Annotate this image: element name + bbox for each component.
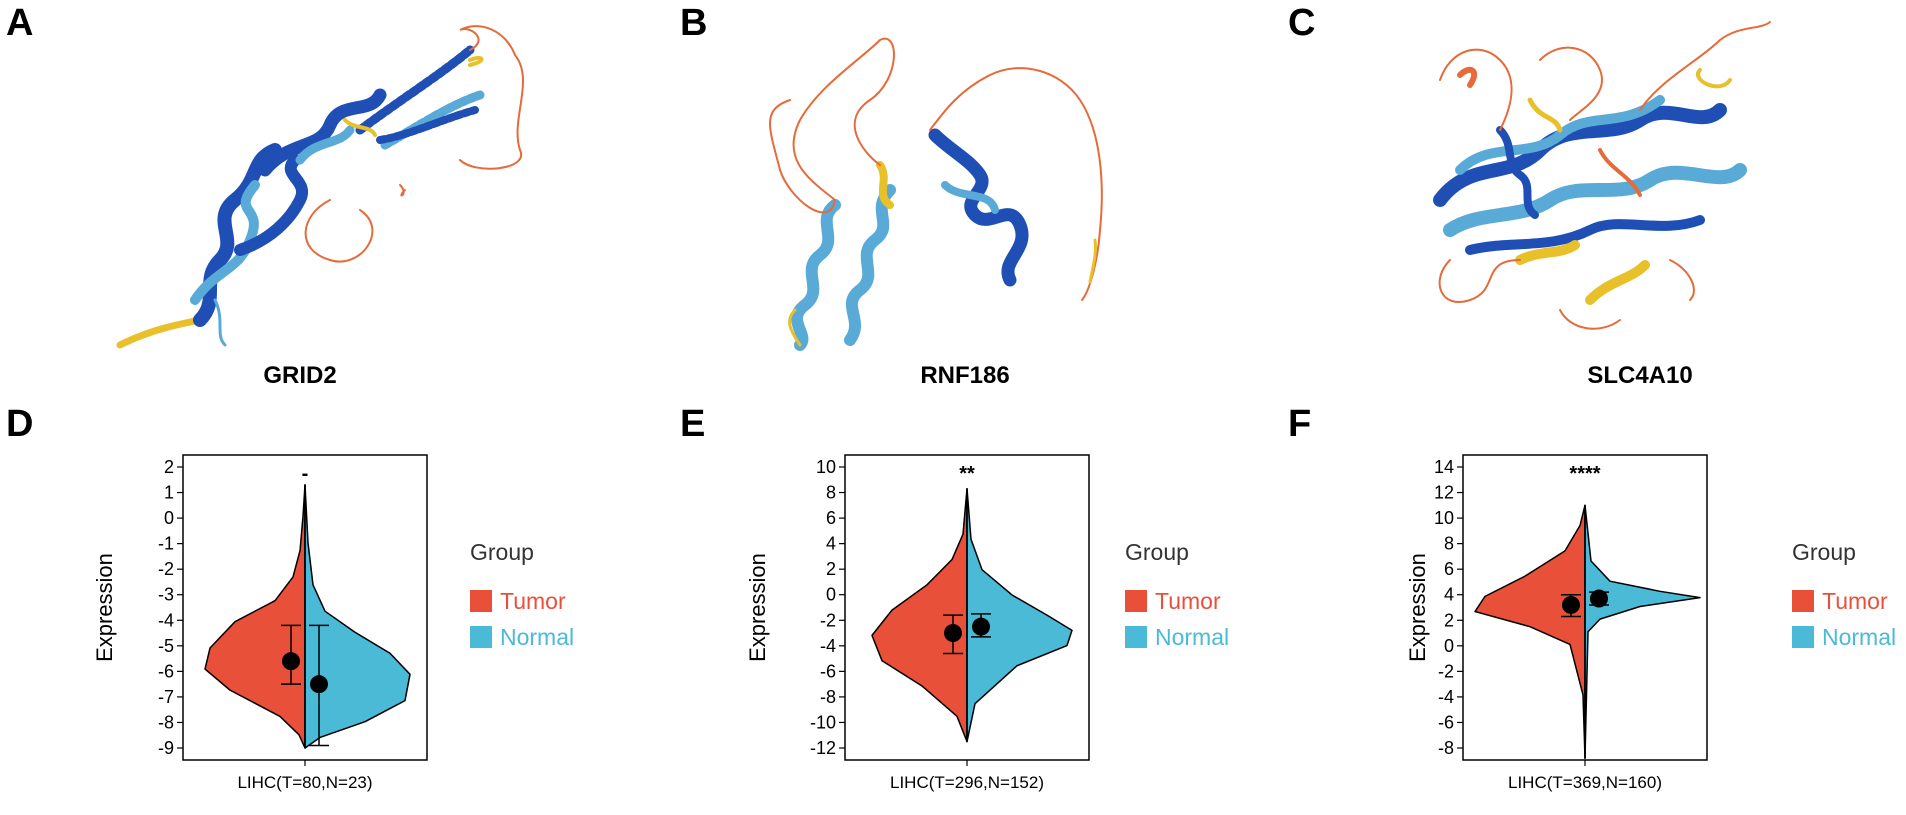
legend-swatch-normal <box>1792 626 1814 648</box>
y-axis-title: Expression <box>745 553 770 662</box>
chart-e: 10 8 6 4 2 0 -2 -4 -6 -8 -10 -12 ExpressionLIHC(T=29… <box>745 454 1229 792</box>
legend-swatch-normal <box>470 626 492 648</box>
y-tick-label: -8 <box>820 687 836 707</box>
mean-point-normal <box>1590 589 1608 608</box>
mean-point-normal <box>972 617 990 636</box>
y-tick-label: 4 <box>1444 585 1454 605</box>
legend-title: Group <box>1792 539 1856 565</box>
panel-letter-a: A <box>6 2 34 44</box>
protein-structure-rnf186 <box>769 37 1103 351</box>
y-tick-label: 0 <box>826 585 836 605</box>
legend-swatch-tumor <box>1792 590 1814 612</box>
mean-point-tumor <box>282 652 300 671</box>
gene-label-rnf186: RNF186 <box>920 362 1010 389</box>
legend-label-tumor: Tumor <box>1155 588 1221 614</box>
y-tick-label: -7 <box>158 687 174 707</box>
y-tick-label: -5 <box>158 636 174 656</box>
y-tick-label: 2 <box>164 457 174 477</box>
legend-label-normal: Normal <box>1155 624 1229 650</box>
legend-swatch-normal <box>1125 626 1147 648</box>
y-tick-label: -8 <box>1438 738 1454 758</box>
y-tick-label: 1 <box>164 483 174 503</box>
legend-label-tumor: Tumor <box>500 588 566 614</box>
significance-label: - <box>302 463 309 485</box>
legend-label-normal: Normal <box>500 624 574 650</box>
y-tick-label: -4 <box>1438 687 1454 707</box>
violin-normal <box>966 487 1073 743</box>
mean-point-tumor <box>944 624 962 643</box>
legend-swatch-tumor <box>1125 590 1147 612</box>
chart-d: 2 1 0 -1 -2 -3 -4 -5 -6 -7 -8 -9 ExpressionLIHC(T=80… <box>92 454 574 792</box>
y-tick-label: 2 <box>1444 610 1454 630</box>
y-tick-label: -10 <box>810 712 836 732</box>
y-tick-label: 4 <box>826 534 836 554</box>
mean-point-tumor <box>1562 595 1580 614</box>
y-tick-label: -6 <box>158 661 174 681</box>
y-tick-label: 0 <box>164 508 174 528</box>
y-tick-label: 12 <box>1434 483 1454 503</box>
y-tick-label: 10 <box>816 457 836 477</box>
x-category-label: LIHC(T=296,N=152) <box>890 773 1044 792</box>
protein-structures <box>116 21 1771 351</box>
significance-label: **** <box>1569 463 1600 485</box>
chart-f: 14 12 10 8 6 4 2 0 -2 -4 -6 -8 ExpressionLIHC(T=369,… <box>1405 454 1896 792</box>
panel-letter-b: B <box>680 2 708 44</box>
y-tick-label: 14 <box>1434 457 1454 477</box>
y-tick-label: -1 <box>158 534 174 554</box>
y-tick-label: 8 <box>1444 534 1454 554</box>
y-tick-label: 2 <box>826 559 836 579</box>
significance-label: ** <box>959 463 975 485</box>
panel-letter-e: E <box>680 403 706 445</box>
y-axis-title: Expression <box>1405 553 1430 662</box>
legend-title: Group <box>470 539 534 565</box>
y-tick-label: -2 <box>1438 661 1454 681</box>
y-tick-label: 0 <box>1444 636 1454 656</box>
y-tick-label: -6 <box>1438 712 1454 732</box>
mean-point-normal <box>310 675 328 694</box>
panel-letter-c: C <box>1288 2 1316 44</box>
y-tick-label: -2 <box>158 559 174 579</box>
y-tick-label: -3 <box>158 585 174 605</box>
x-category-label: LIHC(T=80,N=23) <box>237 773 372 792</box>
protein-structure-grid2 <box>116 25 524 349</box>
gene-label-grid2: GRID2 <box>263 362 337 389</box>
legend-label-tumor: Tumor <box>1822 588 1888 614</box>
panel-letter-d: D <box>6 403 34 445</box>
legend-title: Group <box>1125 539 1189 565</box>
y-tick-label: -6 <box>820 661 836 681</box>
legend-label-normal: Normal <box>1822 624 1896 650</box>
violin-normal <box>1584 504 1701 759</box>
violin-tumor <box>1474 504 1586 759</box>
gene-label-slc4a10: SLC4A10 <box>1587 362 1693 389</box>
y-tick-label: -12 <box>810 738 836 758</box>
y-tick-label: -4 <box>158 610 174 630</box>
violin-tumor <box>204 484 306 749</box>
violin-normal <box>304 484 411 749</box>
y-tick-label: -9 <box>158 738 174 758</box>
panel-letter-f: F <box>1288 403 1312 445</box>
y-tick-label: -2 <box>820 610 836 630</box>
y-tick-label: 6 <box>826 508 836 528</box>
y-tick-label: 10 <box>1434 508 1454 528</box>
violin-tumor <box>871 487 968 743</box>
y-tick-label: -8 <box>158 712 174 732</box>
protein-structure-slc4a10 <box>1433 21 1771 330</box>
legend-swatch-tumor <box>470 590 492 612</box>
y-tick-label: 6 <box>1444 559 1454 579</box>
y-tick-label: -4 <box>820 636 836 656</box>
y-axis-title: Expression <box>92 553 117 662</box>
x-category-label: LIHC(T=369,N=160) <box>1508 773 1662 792</box>
y-tick-label: 8 <box>826 483 836 503</box>
